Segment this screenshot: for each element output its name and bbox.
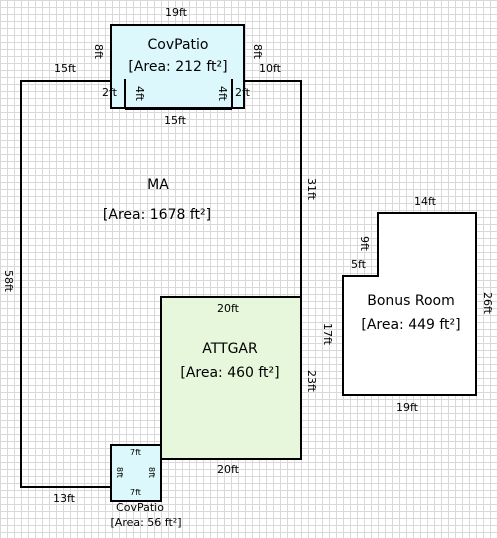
dim-bonus-notch-bottom: 5ft [351,258,366,271]
room-cov-patio-bottom-area: [Area: 56 ft²] [110,516,182,529]
dim-attgar-right: 23ft [305,370,318,392]
room-ma-area: [Area: 1678 ft²] [102,207,212,223]
dim-ma-top-right: 10ft [259,62,281,75]
dim-ma-top-left: 15ft [54,62,76,75]
dim-patio-top-left: 8ft [92,44,105,59]
dim-patio-small-right: 8ft [147,467,156,478]
room-ma-name: MA [147,177,169,193]
room-bonus-room-outline[interactable] [342,212,477,396]
room-bonus-room-name: Bonus Room [367,293,455,309]
dim-ma-right: 31ft [305,178,318,200]
dim-patio-bottom: 15ft [164,114,186,127]
dim-patio-small-top: 7ft [130,448,141,457]
room-cov-patio-top-name: CovPatio [147,37,209,53]
dim-ma-step-right: 2ft [235,86,250,99]
dim-ma-step-left: 2ft [102,86,117,99]
room-attgar-name: ATTGAR [202,341,258,357]
dim-patio-small-bottom: 7ft [130,488,141,497]
dim-bonus-left: 17ft [321,323,334,345]
dim-bonus-bottom: 19ft [396,401,418,414]
dim-bonus-right: 26ft [481,292,494,314]
room-cov-patio-bottom[interactable] [110,444,162,502]
dim-ma-left: 58ft [2,270,15,292]
room-cov-patio-bottom-name: CovPatio [116,501,164,514]
dim-patio-top-right: 8ft [251,44,264,59]
room-cov-patio-top-inner [124,79,233,109]
dim-patio-inner-left: 4ft [133,86,146,101]
dim-patio-inner-right: 4ft [216,86,229,101]
room-bonus-room-area: [Area: 449 ft²] [361,317,461,333]
room-cov-patio-top-area: [Area: 212 ft²] [128,59,228,75]
dim-bonus-top: 14ft [414,195,436,208]
dim-patio-top-width: 19ft [165,6,187,19]
dim-ma-bottom: 13ft [53,492,75,505]
dim-bonus-notch-side: 9ft [358,236,371,251]
dim-attgar-bottom: 20ft [217,463,239,476]
room-attgar[interactable] [160,296,302,460]
dim-attgar-top: 20ft [217,302,239,315]
room-attgar-area: [Area: 460 ft²] [180,365,280,381]
dim-patio-small-left: 8ft [115,467,124,478]
